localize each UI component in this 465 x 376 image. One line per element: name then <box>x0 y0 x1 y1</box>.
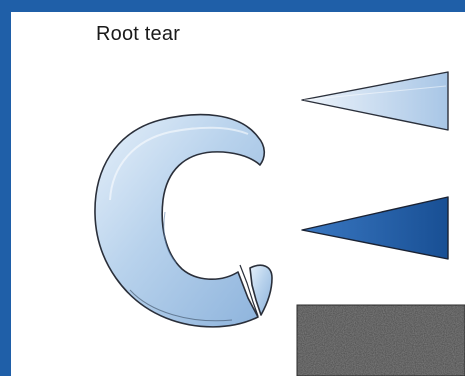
light-wedge-icon <box>302 72 448 130</box>
mri-image-snippet <box>297 305 465 376</box>
meniscus-root-tear-icon <box>95 115 272 327</box>
dark-wedge-icon <box>302 197 448 259</box>
